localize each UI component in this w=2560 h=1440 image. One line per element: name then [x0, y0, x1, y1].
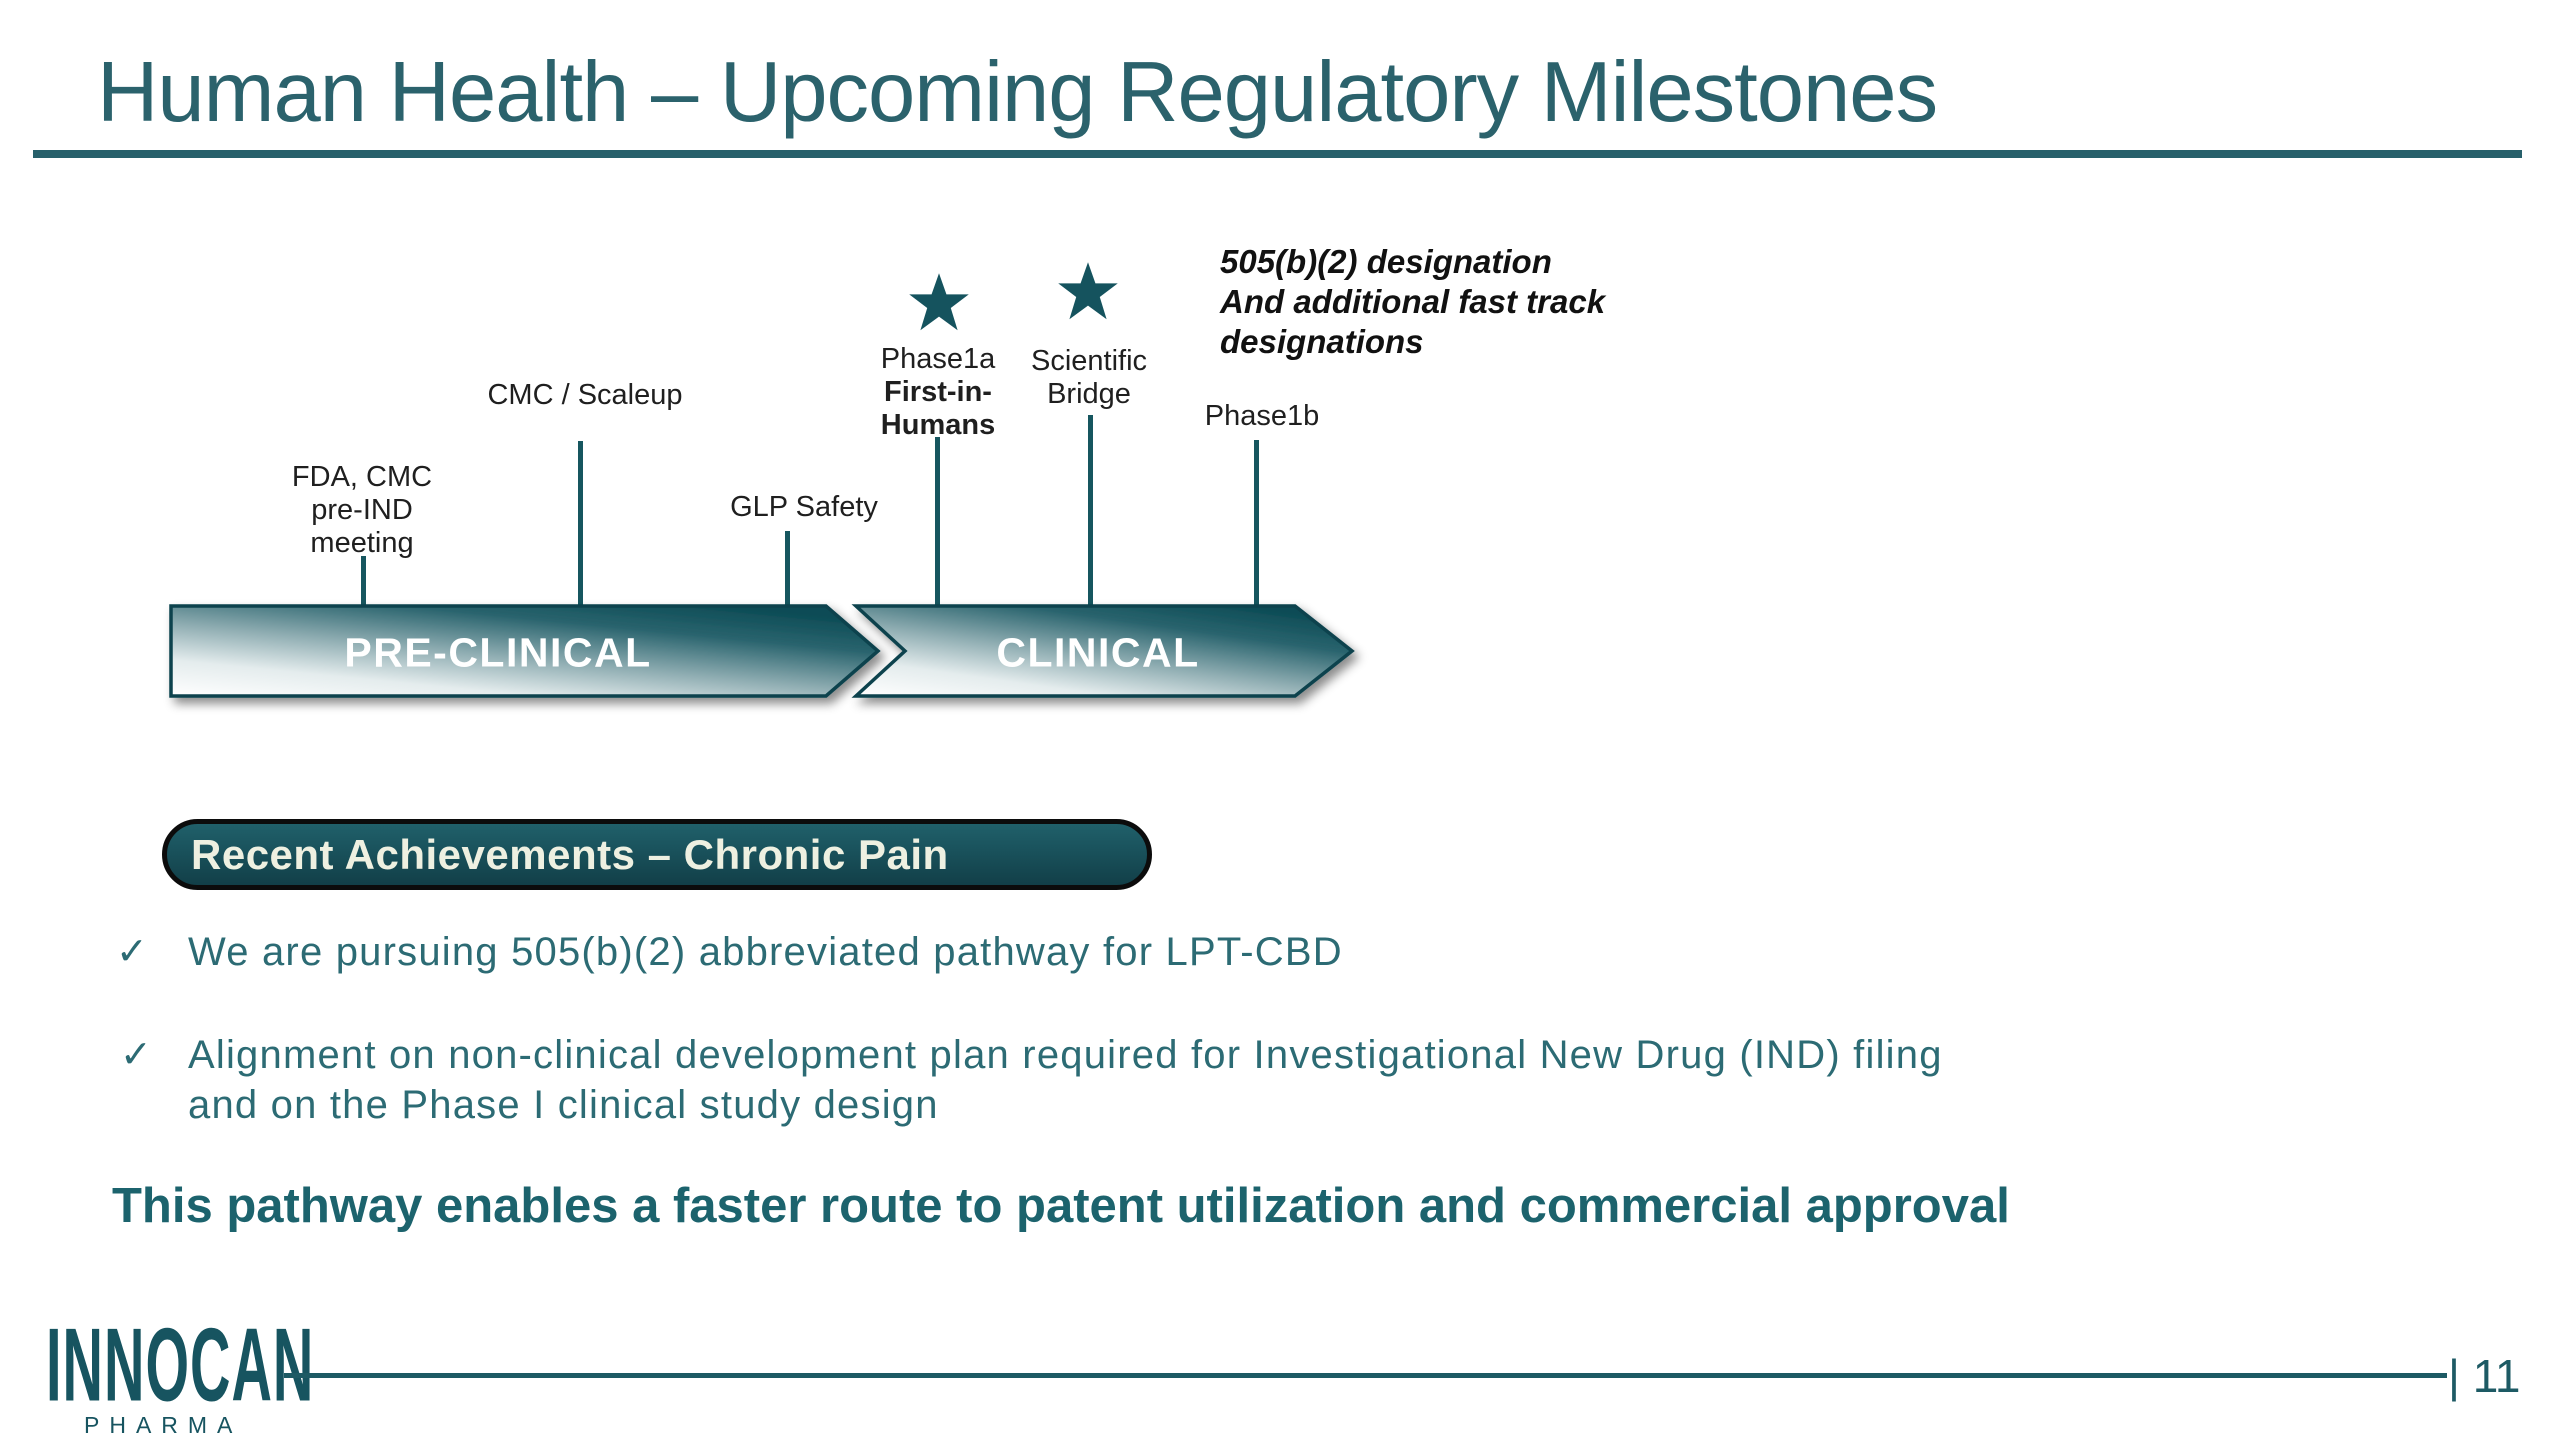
- milestone-label-cmc-scaleup: CMC / Scaleup: [487, 379, 682, 412]
- achievements-header-box: Recent Achievements – Chronic Pain: [162, 819, 1152, 890]
- bullet-line: Alignment on non-clinical development pl…: [188, 1033, 1943, 1077]
- title-underline: [33, 150, 2522, 158]
- milestone-line: meeting: [310, 527, 414, 559]
- stage-label-clinical: CLINICAL: [996, 629, 1200, 676]
- milestone-tick: [361, 556, 366, 612]
- stage-arrows: [169, 604, 1355, 698]
- footer-rule: [284, 1373, 2447, 1378]
- milestone-tick: [935, 437, 940, 612]
- bullet-text: We are pursuing 505(b)(2) abbreviated pa…: [188, 930, 1343, 974]
- milestone-tick: [1254, 440, 1259, 612]
- innocan-logo: INNOCAN: [46, 1305, 315, 1423]
- check-icon: ✓: [120, 1032, 152, 1076]
- annotation-505b2: 505(b)(2) designation And additional fas…: [1220, 242, 1605, 362]
- milestone-label-phase1b: Phase1b: [1205, 400, 1320, 433]
- star-icon: [1058, 262, 1118, 320]
- annotation-line: And additional fast track: [1220, 283, 1606, 320]
- milestone-line: Scientific: [1030, 345, 1148, 377]
- closing-statement: This pathway enables a faster route to p…: [112, 1179, 2010, 1233]
- milestone-line: Humans: [880, 409, 996, 441]
- page-number: | 11: [2448, 1350, 2521, 1402]
- milestone-line: Phase1b: [1204, 400, 1320, 432]
- milestone-line: GLP Safety: [730, 491, 878, 523]
- milestone-tick: [1088, 415, 1093, 612]
- stage-label-pre-clinical: PRE-CLINICAL: [344, 629, 652, 676]
- milestone-label-phase1a: Phase1a First-in- Humans: [881, 343, 996, 442]
- milestone-tick: [785, 531, 790, 612]
- annotation-line: 505(b)(2) designation: [1220, 243, 1552, 280]
- logo-pharma-text: PHARMA: [84, 1412, 243, 1438]
- annotation-line: designations: [1220, 323, 1424, 360]
- milestone-line: First-in-: [884, 376, 992, 408]
- milestone-line: pre-IND: [311, 494, 413, 526]
- achievements-header-label: Recent Achievements – Chronic Pain: [191, 830, 949, 878]
- milestone-label-scientific-bridge: Scientific Bridge: [1031, 345, 1147, 411]
- star-icon: [909, 273, 969, 331]
- bullet-line: and on the Phase I clinical study design: [188, 1083, 939, 1127]
- milestone-line: FDA, CMC: [291, 461, 433, 493]
- milestone-label-glp-safety: GLP Safety: [730, 491, 878, 524]
- milestone-label-fda-pre-ind: FDA, CMC pre-IND meeting: [292, 461, 432, 560]
- clinical-arrow: [851, 604, 1355, 698]
- milestone-tick: [578, 441, 583, 612]
- page-title: Human Health – Upcoming Regulatory Miles…: [97, 45, 1938, 140]
- check-icon: ✓: [116, 929, 148, 973]
- pre-clinical-arrow: [169, 604, 881, 698]
- milestone-line: Phase1a: [880, 343, 996, 375]
- bullet-text: Alignment on non-clinical development pl…: [188, 1030, 1943, 1130]
- milestone-line: CMC / Scaleup: [487, 379, 683, 411]
- milestone-line: Bridge: [1047, 378, 1131, 410]
